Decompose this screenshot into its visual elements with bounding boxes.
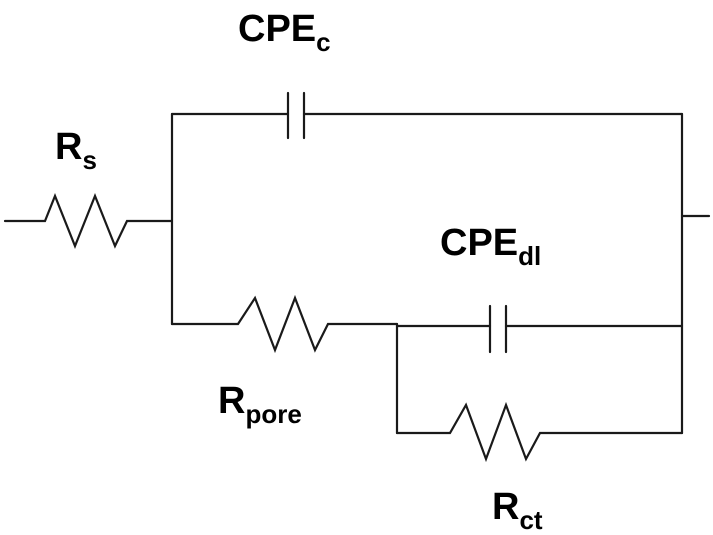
- label-cpe-c-sub: c: [316, 27, 331, 57]
- label-cpe-dl-main: CPE: [440, 222, 519, 264]
- label-rct-sub: ct: [519, 505, 543, 535]
- label-rs: Rs: [55, 126, 97, 173]
- resistor-rs: [3, 193, 174, 249]
- label-cpe-c: CPEc: [238, 8, 331, 55]
- label-cpe-dl-sub: dl: [518, 241, 542, 271]
- label-rpore-main: R: [218, 380, 246, 422]
- label-cpe-dl: CPEdl: [440, 222, 541, 269]
- label-rct-main: R: [492, 486, 520, 528]
- label-cpe-c-main: CPE: [238, 8, 317, 50]
- resistor-rpore: [170, 294, 399, 354]
- label-rct: Rct: [492, 486, 543, 533]
- label-rpore: Rpore: [218, 380, 302, 427]
- resistor-rct: [395, 401, 684, 463]
- label-rs-main: R: [55, 126, 83, 168]
- label-rpore-sub: pore: [245, 399, 302, 429]
- label-rs-sub: s: [82, 145, 97, 175]
